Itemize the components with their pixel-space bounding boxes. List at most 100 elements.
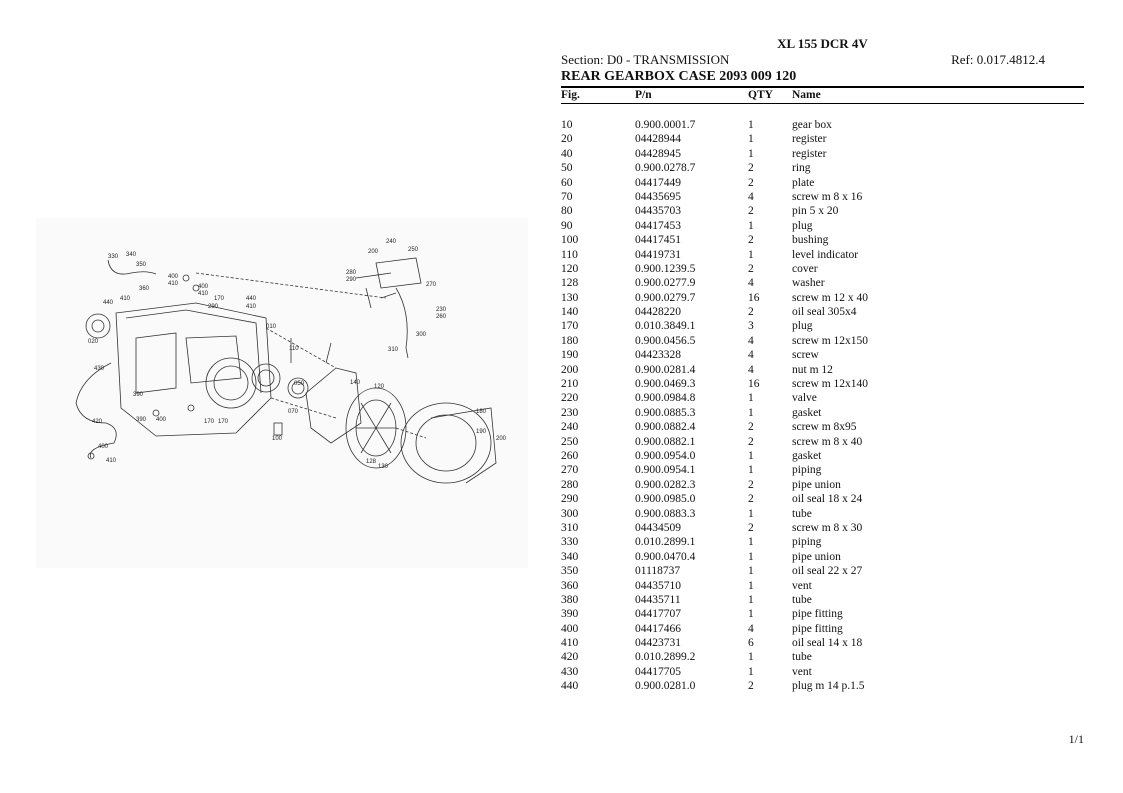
cell-fig: 170 xyxy=(561,320,579,333)
parts-document: XL 155 DCR 4V Section: D0 - TRANSMISSION… xyxy=(561,36,1084,694)
cell-pn: 04435711 xyxy=(635,593,681,606)
cell-qty: 4 xyxy=(748,349,754,362)
svg-text:100: 100 xyxy=(272,436,283,442)
cell-pn: 04428220 xyxy=(635,306,681,319)
cell-qty: 1 xyxy=(748,449,754,462)
cell-pn: 04428944 xyxy=(635,133,681,146)
svg-text:280: 280 xyxy=(346,270,357,276)
cell-name: piping xyxy=(792,536,822,549)
cell-fig: 240 xyxy=(561,421,579,434)
cell-qty: 3 xyxy=(748,320,754,333)
svg-text:330: 330 xyxy=(108,254,119,260)
cell-pn: 04419731 xyxy=(635,248,681,261)
cell-fig: 140 xyxy=(561,306,579,319)
cell-name: plug xyxy=(792,219,813,232)
title-rule xyxy=(561,86,1084,88)
cell-pn: 04417707 xyxy=(635,608,681,621)
svg-text:128: 128 xyxy=(366,459,377,465)
cell-pn: 04417705 xyxy=(635,665,681,678)
svg-text:400: 400 xyxy=(98,444,109,450)
svg-text:410: 410 xyxy=(120,296,131,302)
cell-fig: 20 xyxy=(561,133,573,146)
cell-pn: 0.900.0985.0 xyxy=(635,493,696,506)
cell-name: oil seal 22 x 27 xyxy=(792,565,863,578)
cell-name: level indicator xyxy=(792,248,859,261)
cell-qty: 2 xyxy=(748,435,754,448)
cell-fig: 340 xyxy=(561,550,579,563)
cell-qty: 1 xyxy=(748,392,754,405)
cell-fig: 360 xyxy=(561,579,579,592)
cell-qty: 2 xyxy=(748,521,754,534)
cell-name: bushing xyxy=(792,234,829,247)
svg-text:120: 120 xyxy=(374,384,385,390)
cell-pn: 0.900.0277.9 xyxy=(635,277,696,290)
cell-fig: 420 xyxy=(561,651,579,664)
page-number: 1/1 xyxy=(1068,732,1084,746)
cell-pn: 01118737 xyxy=(635,565,681,578)
cell-pn: 0.900.0470.4 xyxy=(635,550,696,563)
col-header-name: Name xyxy=(792,89,821,101)
svg-text:410: 410 xyxy=(168,281,179,287)
svg-text:290: 290 xyxy=(346,277,357,283)
cell-name: cover xyxy=(792,262,818,275)
cell-pn: 04417466 xyxy=(635,622,681,635)
cell-fig: 330 xyxy=(561,536,579,549)
cell-name: gasket xyxy=(792,406,822,419)
svg-text:270: 270 xyxy=(426,282,437,288)
cell-fig: 310 xyxy=(561,521,579,534)
cell-qty: 1 xyxy=(748,147,754,160)
cell-pn: 04435710 xyxy=(635,579,681,592)
cell-pn: 0.900.0281.0 xyxy=(635,680,696,693)
cell-pn: 0.900.0882.4 xyxy=(635,421,696,434)
cell-qty: 4 xyxy=(748,622,754,635)
svg-text:170: 170 xyxy=(218,419,229,425)
cell-fig: 350 xyxy=(561,565,579,578)
cell-pn: 0.900.0885.3 xyxy=(635,406,696,419)
cell-qty: 2 xyxy=(748,262,754,275)
svg-text:390: 390 xyxy=(133,392,144,398)
svg-text:340: 340 xyxy=(126,252,137,258)
cell-fig: 220 xyxy=(561,392,579,405)
cell-qty: 16 xyxy=(748,291,760,304)
svg-text:010: 010 xyxy=(266,324,277,330)
cell-fig: 90 xyxy=(561,219,573,232)
cell-fig: 60 xyxy=(561,176,573,189)
page-title: REAR GEARBOX CASE 2093 009 120 xyxy=(561,69,797,84)
cell-fig: 400 xyxy=(561,622,579,635)
cell-fig: 180 xyxy=(561,334,579,347)
cell-pn: 0.900.0001.7 xyxy=(635,119,696,131)
svg-text:290: 290 xyxy=(208,304,219,310)
svg-text:070: 070 xyxy=(288,409,299,415)
svg-text:110: 110 xyxy=(289,346,299,352)
cell-name: pipe union xyxy=(792,478,841,491)
cell-pn: 0.010.2899.2 xyxy=(635,651,696,664)
cell-fig: 50 xyxy=(561,162,573,175)
cell-name: pin 5 x 20 xyxy=(792,205,839,218)
model-name: XL 155 DCR 4V xyxy=(777,36,868,51)
cell-fig: 130 xyxy=(561,291,579,304)
cell-qty: 6 xyxy=(748,637,754,650)
svg-text:140: 140 xyxy=(350,380,361,386)
cell-fig: 260 xyxy=(561,449,579,462)
svg-text:050: 050 xyxy=(294,381,305,387)
cell-pn: 0.900.0281.4 xyxy=(635,363,696,376)
